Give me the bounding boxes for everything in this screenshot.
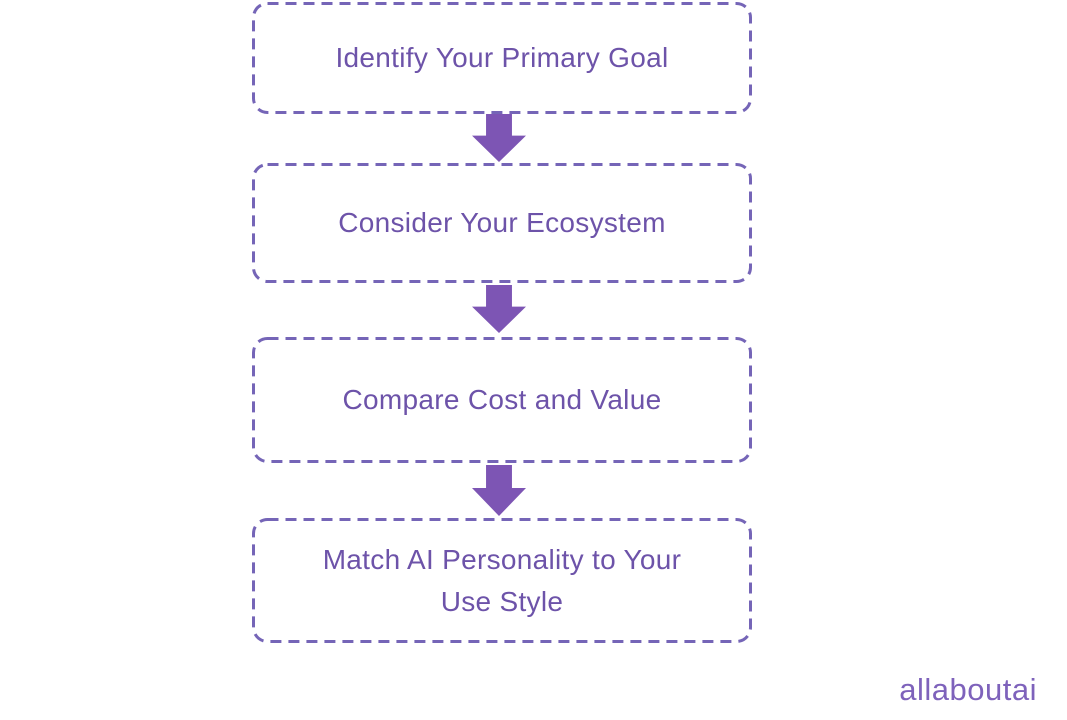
- flow-step-match-personality: Match AI Personality to Your Use Style: [252, 518, 752, 643]
- down-arrow-icon: [472, 285, 526, 333]
- down-arrow-icon: [472, 465, 526, 516]
- flow-step-label: Identify Your Primary Goal: [335, 42, 669, 73]
- allaboutai-logo: allaboutai: [899, 672, 1037, 707]
- down-arrow-icon: [472, 114, 526, 162]
- flow-step-compare-cost: Compare Cost and Value: [252, 337, 752, 463]
- dashed-border: [252, 518, 752, 643]
- flow-step-identify-goal: Identify Your Primary Goal: [252, 2, 752, 114]
- flow-step-consider-ecosystem: Consider Your Ecosystem: [252, 163, 752, 283]
- dashed-border: [252, 163, 752, 283]
- flow-step-label: Compare Cost and Value: [342, 384, 662, 415]
- flow-step-label: Match AI Personality to Your Use Style: [322, 543, 682, 617]
- dashed-border: [252, 2, 752, 114]
- dashed-border: [252, 337, 752, 463]
- flow-step-label: Consider Your Ecosystem: [338, 207, 666, 238]
